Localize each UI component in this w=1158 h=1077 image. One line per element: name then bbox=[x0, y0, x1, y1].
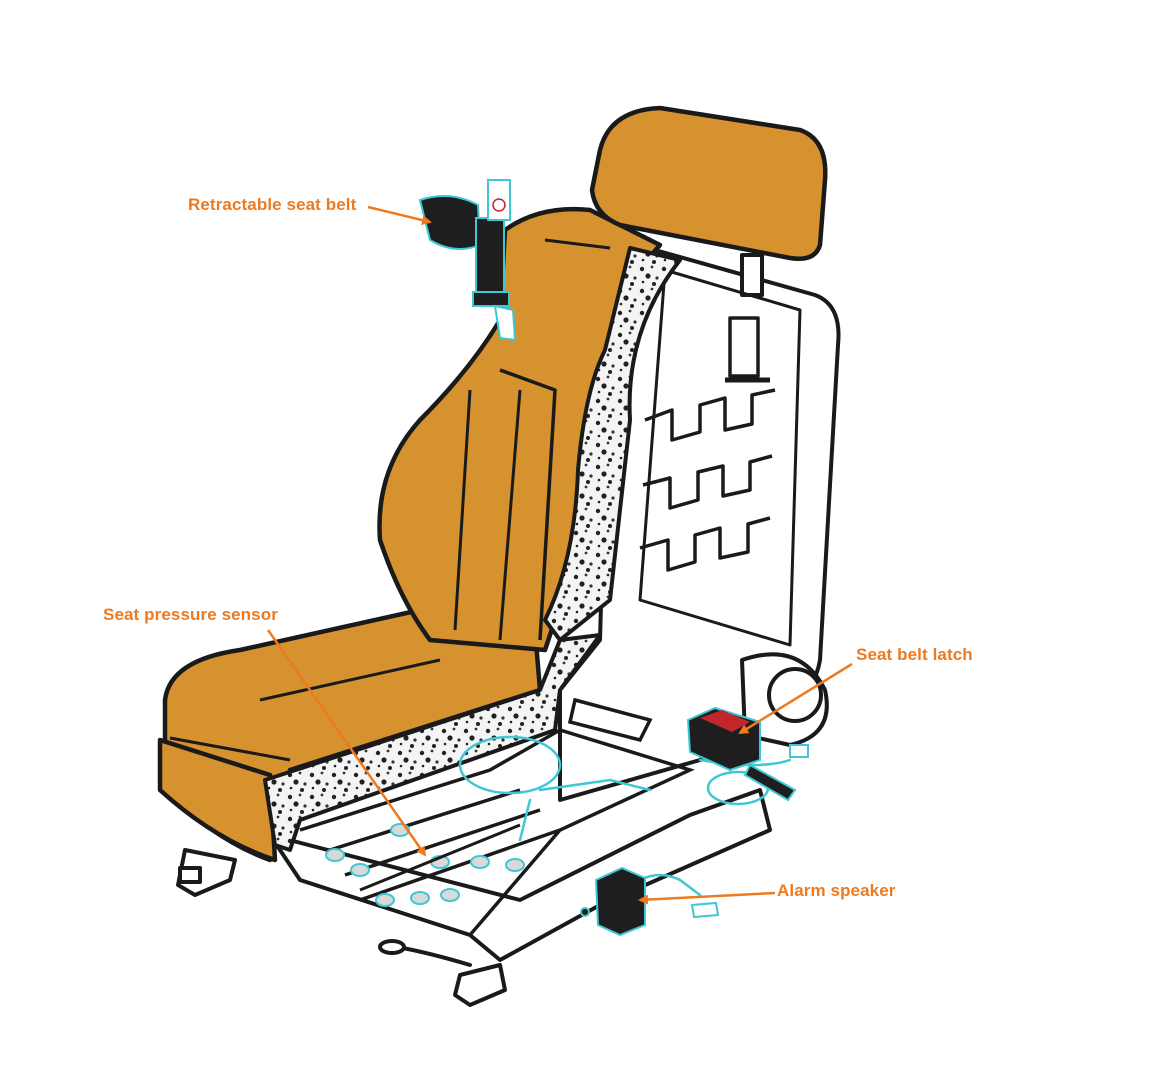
label-retractable-seat-belt: Retractable seat belt bbox=[188, 195, 357, 214]
label-seat-belt-latch: Seat belt latch bbox=[856, 645, 973, 664]
seat-pan-slats bbox=[299, 697, 695, 937]
foam-cutaway bbox=[263, 246, 682, 852]
arrow-alarm-speaker bbox=[638, 891, 776, 905]
label-alarm-speaker: Alarm speaker bbox=[777, 881, 896, 900]
headrest bbox=[589, 105, 828, 261]
pressure-sensor-mat bbox=[325, 823, 525, 907]
arrow-retractable-seat-belt bbox=[367, 205, 432, 225]
retractable-seat-belt-component bbox=[418, 179, 517, 342]
backrest-springs bbox=[638, 268, 802, 647]
arrow-seat-pressure-sensor bbox=[266, 629, 427, 857]
arrow-seat-belt-latch bbox=[738, 662, 853, 735]
callout-arrows bbox=[266, 205, 853, 905]
seat-belt-latch-component bbox=[686, 706, 809, 802]
seat-cushion bbox=[157, 607, 543, 863]
alarm-speaker-component bbox=[580, 866, 720, 937]
label-seat-pressure-sensor: Seat pressure sensor bbox=[103, 605, 278, 624]
sensor-wiring bbox=[458, 735, 792, 897]
